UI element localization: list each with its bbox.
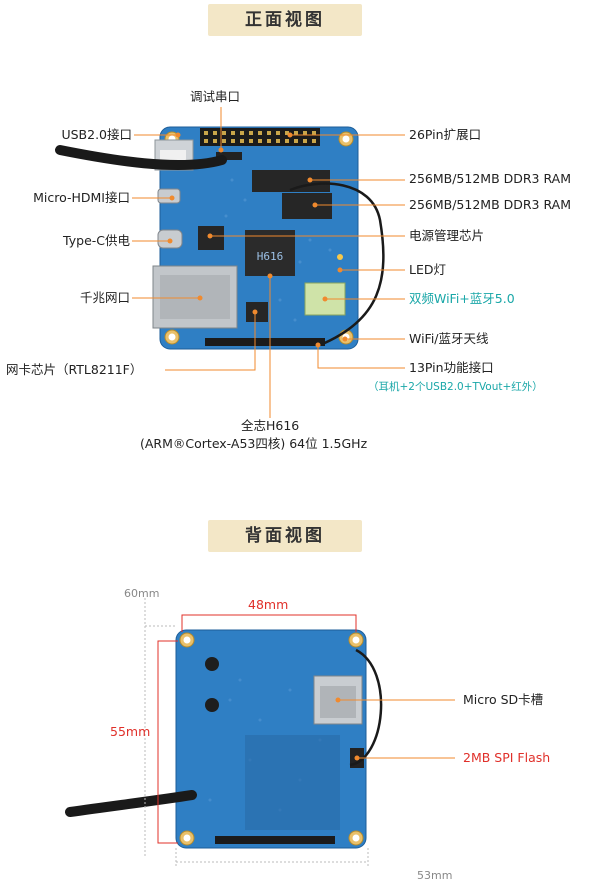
- dim-width-inner: 48mm: [248, 597, 289, 612]
- back-leader-lines: [338, 699, 455, 759]
- label-ram-2: 256MB/512MB DDR3 RAM: [409, 197, 571, 212]
- label-spi-flash: 2MB SPI Flash: [463, 750, 551, 765]
- back-view-title: 背面视图: [208, 520, 362, 552]
- label-soc-spec: (ARM®Cortex-A53四核) 64位 1.5GHz: [140, 436, 368, 451]
- label-ethernet: 千兆网口: [79, 290, 130, 305]
- label-ram-1: 256MB/512MB DDR3 RAM: [409, 171, 571, 186]
- dim-height-inner: 55mm: [110, 724, 151, 739]
- label-13pin-note: （耳机+2个USB2.0+TVout+红外）: [368, 381, 543, 393]
- label-13pin: 13Pin功能接口: [409, 360, 494, 375]
- label-debug-serial: 调试串口: [190, 89, 241, 104]
- label-26pin: 26Pin扩展口: [409, 127, 482, 142]
- front-board: H616: [55, 126, 385, 350]
- label-usb: USB2.0接口: [61, 127, 132, 142]
- dim-width-outer: 53mm: [417, 869, 453, 882]
- label-soc-name: 全志H616: [241, 418, 300, 433]
- label-microsd: Micro SD卡槽: [463, 692, 544, 707]
- label-typec: Type-C供电: [63, 233, 130, 248]
- soc-chip-marking: H616: [257, 250, 284, 263]
- label-pmic: 电源管理芯片: [409, 228, 485, 243]
- front-view-title: 正面视图: [208, 4, 362, 36]
- label-micro-hdmi: Micro-HDMI接口: [33, 190, 130, 205]
- label-antenna: WiFi/蓝牙天线: [409, 331, 489, 346]
- label-nic-chip: 网卡芯片（RTL8211F）: [6, 362, 143, 377]
- label-wifi-bt: 双频WiFi+蓝牙5.0: [409, 291, 515, 306]
- front-leader-lines: [132, 107, 405, 418]
- label-led: LED灯: [409, 262, 446, 277]
- dim-height-outer: 60mm: [124, 587, 160, 600]
- dimension-lines: [144, 598, 369, 868]
